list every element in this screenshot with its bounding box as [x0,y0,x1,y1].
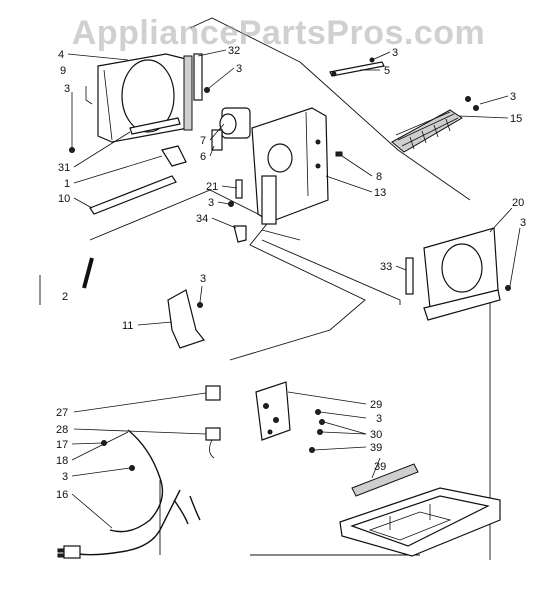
part-7-motor-mount [219,107,251,139]
part-21-bracket [235,179,243,199]
callout-label: 28 [56,424,68,436]
callout-label: 3 [510,91,516,103]
part-4-left-shroud [97,53,193,143]
callout-label: 39 [374,461,386,473]
callout-label: 8 [376,171,382,183]
part-33-bar [405,257,414,295]
part-8-clip [335,151,343,157]
callout-label: 5 [384,65,390,77]
callout-label: 16 [56,489,68,501]
callout-label: 21 [206,181,218,193]
leader-lines [67,49,521,529]
part-31-bracket [129,117,181,135]
callout-label: 3 [200,273,206,285]
base-pan [339,487,501,557]
part-28-capacitor [205,427,221,459]
part-39-gasket [351,463,419,497]
callout-label: 20 [512,197,524,209]
callout-label: 34 [196,213,208,225]
callout-label: 3 [376,413,382,425]
callout-label: 9 [60,65,66,77]
part-34-clamp [233,225,247,243]
callout-label: 2 [62,291,68,303]
callout-label: 4 [58,49,64,61]
callout-label: 1 [64,178,70,190]
callout-label: 11 [122,320,133,332]
part-5-top-bar [329,57,385,77]
part-6-mount-bracket [211,129,223,151]
part-16-wire-harness [57,429,201,559]
callout-label: 3 [64,83,70,95]
part-32-strip [193,53,203,101]
callout-label: 29 [370,399,382,411]
part-29-control-panel [255,381,291,441]
callout-labels: 4 9 3 31 1 10 32 3 7 6 3 5 3 15 8 13 21 … [56,45,526,501]
callout-label: 3 [236,63,242,75]
callout-label: 31 [58,162,70,174]
callout-label: 10 [58,193,70,205]
callout-label: 13 [374,187,386,199]
callout-label: 17 [56,439,68,451]
callout-label: 39 [370,442,382,454]
part-10-rail [89,175,177,215]
callout-label: 32 [228,45,240,57]
part-27-switch [205,385,221,401]
part-15-grille [391,109,463,153]
callout-label: 15 [510,113,522,125]
callout-label: 18 [56,455,68,467]
callout-label: 6 [200,151,206,163]
callout-label: 3 [62,471,68,483]
part-1-bracket [161,145,187,167]
callout-label: 30 [370,429,382,441]
assembly-frame-lines [39,17,491,560]
callout-label: 27 [56,407,68,419]
callout-label: 3 [520,217,526,229]
callout-label: 7 [200,135,206,147]
part-2-pin [82,257,94,289]
callout-label: 33 [380,261,392,273]
screws [69,87,511,471]
callout-label: 3 [208,197,214,209]
part-20-right-shroud [423,227,501,321]
part-13-bulkhead [251,107,329,225]
part-11-bracket [167,289,206,349]
part-9-clip [85,86,93,105]
callout-label: 3 [392,47,398,59]
